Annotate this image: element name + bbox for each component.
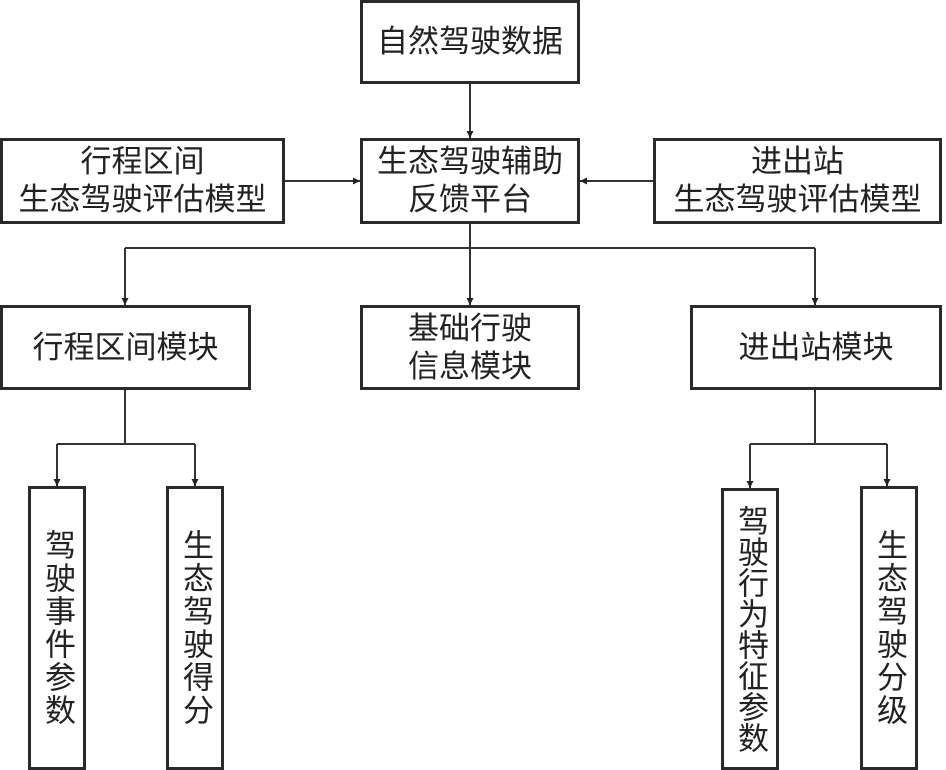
node-behavior-feature-params: 驾驶行为特征参数 xyxy=(721,488,779,770)
node-station-module: 进出站模块 xyxy=(690,305,942,390)
node-eco-driving-grade: 生态驾驶分级 xyxy=(860,486,918,770)
node-label: 自然驾驶数据 xyxy=(377,24,563,60)
node-label: 反馈平台 xyxy=(408,182,532,218)
node-label: 生态驾驶分级 xyxy=(871,529,907,727)
node-section-module: 行程区间模块 xyxy=(0,305,251,390)
node-driving-event-params: 驾驶事件参数 xyxy=(28,486,86,770)
node-label: 基础行驶 xyxy=(408,310,532,347)
node-section-eval-model: 行程区间 生态驾驶评估模型 xyxy=(0,138,285,224)
node-label: 进出站 xyxy=(751,144,844,180)
node-label: 生态驾驶得分 xyxy=(177,529,213,727)
node-label: 信息模块 xyxy=(408,348,532,385)
node-eco-driving-platform: 生态驾驶辅助 反馈平台 xyxy=(360,138,580,224)
node-basic-info-module: 基础行驶 信息模块 xyxy=(360,305,580,390)
node-eco-driving-score: 生态驾驶得分 xyxy=(166,486,224,770)
node-label: 生态驾驶评估模型 xyxy=(18,182,267,218)
node-natural-driving-data: 自然驾驶数据 xyxy=(360,0,580,84)
node-label: 行程区间 xyxy=(80,144,205,180)
node-label: 驾驶行为特征参数 xyxy=(732,505,768,753)
node-label: 进出站模块 xyxy=(738,329,894,366)
node-station-eval-model: 进出站 生态驾驶评估模型 xyxy=(653,138,942,224)
node-label: 生态驾驶评估模型 xyxy=(673,182,922,218)
node-label: 行程区间模块 xyxy=(32,329,219,366)
node-label: 生态驾驶辅助 xyxy=(377,144,563,180)
node-label: 驾驶事件参数 xyxy=(39,529,75,727)
